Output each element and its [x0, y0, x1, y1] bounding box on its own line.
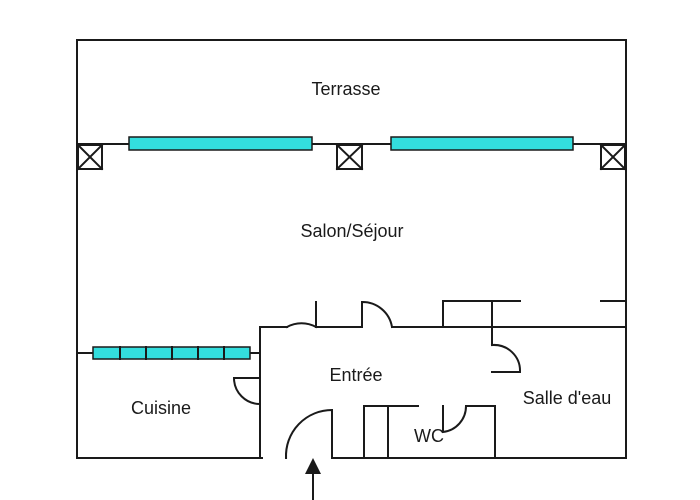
door-kitchen [232, 377, 262, 406]
room-label-terrace: Terrasse [311, 79, 380, 99]
door-shower-room [490, 343, 522, 373]
entrance-walls [259, 300, 627, 459]
column-left-icon [76, 143, 104, 171]
room-label-kitchen: Cuisine [131, 398, 191, 418]
column-right-icon [599, 143, 627, 171]
door-living-left [285, 301, 318, 329]
arrow-up-icon [305, 458, 321, 500]
sliding-window-left [128, 136, 313, 151]
room-label-shower-room: Salle d'eau [523, 388, 612, 408]
outer-walls [76, 39, 627, 459]
terrace-facade [76, 136, 627, 171]
column-middle-icon [335, 143, 364, 171]
door-front [284, 408, 333, 460]
room-label-wc: WC [414, 426, 444, 446]
door-living-right [361, 300, 394, 329]
room-label-entrance: Entrée [329, 365, 382, 385]
room-label-living: Salon/Séjour [300, 221, 403, 241]
door-swings [232, 300, 522, 460]
door-wc [442, 404, 468, 434]
sliding-window-right [390, 136, 574, 151]
kitchen-partition [76, 346, 261, 360]
